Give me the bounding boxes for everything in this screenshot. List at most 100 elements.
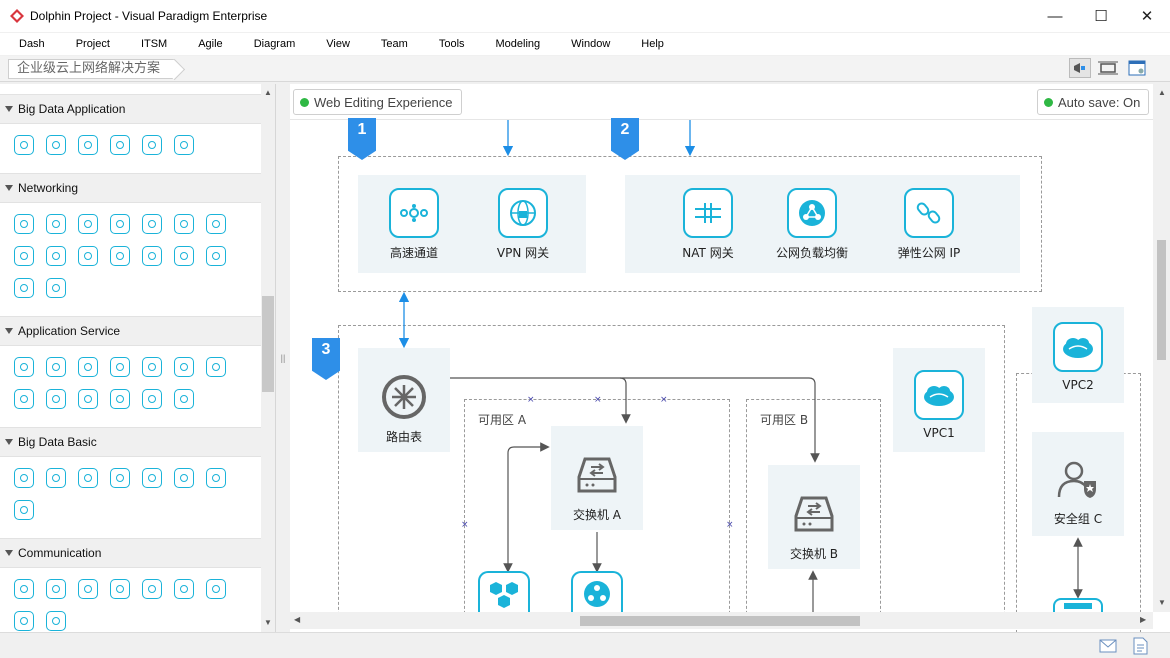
menu-tools[interactable]: Tools: [438, 38, 465, 50]
web-editing-button[interactable]: Web Editing Experience: [293, 89, 462, 115]
diagram-canvas[interactable]: × × × × × 1 2 3 可用区 A 可用区 B 高速通道 VPN 网关 …: [290, 118, 1150, 632]
shape-icon[interactable]: [78, 579, 98, 599]
nat-gateway-node[interactable]: NAT 网关: [668, 188, 748, 261]
shape-icon[interactable]: [142, 579, 162, 599]
shape-icon[interactable]: [110, 389, 130, 409]
shape-icon[interactable]: [46, 214, 66, 234]
shape-icon[interactable]: [206, 579, 226, 599]
shape-icon[interactable]: [110, 135, 130, 155]
breadcrumb[interactable]: 企业级云上网络解决方案: [8, 59, 176, 79]
shape-icon[interactable]: [206, 214, 226, 234]
shape-icon[interactable]: [78, 214, 98, 234]
shape-icon[interactable]: [142, 214, 162, 234]
shape-icon[interactable]: [14, 135, 34, 155]
router-table-node[interactable]: 路由表: [364, 372, 444, 445]
palette-section-big-data-application[interactable]: Big Data Application: [0, 94, 261, 124]
shape-icon[interactable]: [14, 468, 34, 488]
vpc2-node[interactable]: VPC2: [1038, 322, 1118, 392]
shape-icon[interactable]: [14, 500, 34, 520]
diagram-vertical-scrollbar[interactable]: ▲ ▼: [1153, 84, 1170, 612]
switch-b-node[interactable]: 交换机 B: [774, 489, 854, 562]
shape-icon[interactable]: [110, 214, 130, 234]
palette-scrollbar[interactable]: ▲ ▼: [261, 84, 275, 632]
public-lb-node[interactable]: 公网负载均衡: [772, 188, 852, 261]
shape-icon[interactable]: [206, 357, 226, 377]
shape-icon[interactable]: [14, 611, 34, 631]
menu-diagram[interactable]: Diagram: [253, 38, 296, 50]
shape-icon[interactable]: [46, 468, 66, 488]
server-node-partial[interactable]: [1053, 598, 1103, 612]
shape-icon[interactable]: [14, 357, 34, 377]
cluster-node[interactable]: [478, 571, 530, 612]
shape-icon[interactable]: [174, 468, 194, 488]
shape-icon[interactable]: [142, 468, 162, 488]
shape-icon[interactable]: [174, 389, 194, 409]
switch-a-node[interactable]: 交换机 A: [557, 450, 637, 523]
minimize-button[interactable]: —: [1047, 7, 1063, 25]
shape-icon[interactable]: [142, 246, 162, 266]
shape-icon[interactable]: [14, 389, 34, 409]
express-channel-node[interactable]: 高速通道: [374, 188, 454, 261]
palette-section-application-service[interactable]: Application Service: [0, 316, 261, 346]
shape-icon[interactable]: [46, 357, 66, 377]
auto-save-indicator[interactable]: Auto save: On: [1037, 89, 1150, 115]
panel-splitter[interactable]: ||: [276, 84, 290, 632]
menu-team[interactable]: Team: [380, 38, 408, 50]
vpc1-node[interactable]: VPC1: [899, 370, 979, 440]
shape-icon[interactable]: [174, 246, 194, 266]
maximize-button[interactable]: ☐: [1094, 8, 1108, 25]
access-group-box[interactable]: [338, 156, 1042, 292]
menu-view[interactable]: View: [326, 38, 350, 50]
shape-icon[interactable]: [174, 579, 194, 599]
shape-icon[interactable]: [110, 468, 130, 488]
palette-section-communication[interactable]: Communication: [0, 538, 261, 568]
palette-scroll-thumb[interactable]: [262, 296, 274, 392]
vertical-scroll-thumb[interactable]: [1157, 240, 1166, 360]
shape-icon[interactable]: [46, 389, 66, 409]
shape-icon[interactable]: [14, 246, 34, 266]
shape-icon[interactable]: [174, 357, 194, 377]
shape-icon[interactable]: [142, 135, 162, 155]
shape-icon[interactable]: [78, 246, 98, 266]
step-badge-3[interactable]: 3: [312, 338, 340, 380]
shape-icon[interactable]: [46, 611, 66, 631]
shape-icon[interactable]: [174, 135, 194, 155]
shape-icon[interactable]: [174, 214, 194, 234]
shape-icon[interactable]: [46, 278, 66, 298]
vpn-gateway-node[interactable]: VPN 网关: [483, 188, 563, 261]
lb-node-partial[interactable]: [571, 571, 623, 612]
megaphone-icon[interactable]: [1069, 58, 1091, 78]
menu-help[interactable]: Help: [641, 38, 664, 50]
shape-icon[interactable]: [46, 246, 66, 266]
shape-icon[interactable]: [110, 246, 130, 266]
menu-project[interactable]: Project: [75, 38, 110, 50]
shape-icon[interactable]: [206, 246, 226, 266]
panel-layout-icon[interactable]: [1126, 58, 1148, 78]
fit-diagram-icon[interactable]: [1097, 58, 1119, 78]
shape-icon[interactable]: [78, 389, 98, 409]
shape-icon[interactable]: [14, 214, 34, 234]
shape-icon[interactable]: [142, 357, 162, 377]
step-badge-1[interactable]: 1: [348, 118, 376, 160]
menu-modeling[interactable]: Modeling: [495, 38, 541, 50]
shape-icon[interactable]: [14, 278, 34, 298]
palette-section-networking[interactable]: Networking: [0, 173, 261, 203]
horizontal-scroll-thumb[interactable]: [580, 616, 860, 626]
shape-icon[interactable]: [46, 135, 66, 155]
document-icon[interactable]: [1132, 637, 1148, 655]
shape-icon[interactable]: [78, 357, 98, 377]
mail-icon[interactable]: [1099, 639, 1117, 653]
menu-agile[interactable]: Agile: [198, 38, 223, 50]
menu-dash[interactable]: Dash: [19, 38, 45, 50]
shape-icon[interactable]: [142, 389, 162, 409]
palette-section-big-data-basic[interactable]: Big Data Basic: [0, 427, 261, 457]
shape-icon[interactable]: [206, 468, 226, 488]
shape-icon[interactable]: [110, 579, 130, 599]
menu-itsm[interactable]: ITSM: [140, 38, 168, 50]
shape-icon[interactable]: [78, 468, 98, 488]
security-group-node[interactable]: 安全组 C: [1038, 454, 1118, 527]
diagram-horizontal-scrollbar[interactable]: ◀ ▶: [290, 612, 1153, 629]
step-badge-2[interactable]: 2: [611, 118, 639, 160]
close-button[interactable]: ✕: [1140, 8, 1154, 25]
shape-icon[interactable]: [110, 357, 130, 377]
